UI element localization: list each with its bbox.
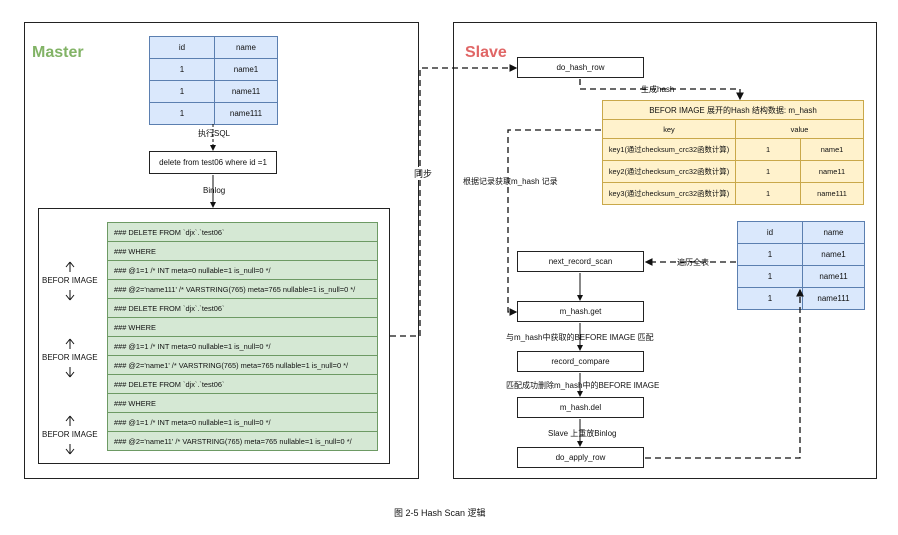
sync-label: 同步: [414, 167, 433, 180]
binlog-row: ### DELETE FROM `djx`.`test06`: [107, 222, 378, 242]
binlog-row: ### @2='name111' /* VARSTRING(765) meta=…: [107, 279, 378, 299]
m-hash-get-box: m_hash.get: [517, 301, 644, 322]
table-cell: key2(通过checksum_crc32函数计算): [602, 160, 736, 183]
before-image-label: BEFOR IMAGE: [42, 430, 98, 439]
arrow-sync: [390, 64, 518, 337]
binlog-label: Binlog: [202, 186, 227, 195]
figure-caption: 图 2-5 Hash Scan 逻辑: [394, 508, 486, 518]
master-title: Master: [32, 44, 84, 61]
do-hash-row-box: do_hash_row: [517, 57, 644, 78]
exec-sql-label: 执行SQL: [197, 128, 232, 139]
table-header: id: [149, 36, 215, 59]
table-header: name: [214, 36, 278, 59]
binlog-row: ### @2='name1' /* VARSTRING(765) meta=76…: [107, 355, 378, 375]
table-cell: key3(通过checksum_crc32函数计算): [602, 182, 736, 205]
table-cell: name11: [802, 265, 865, 288]
binlog-row: ### WHERE: [107, 241, 378, 261]
sql-statement-box: delete from test06 where id =1: [149, 151, 277, 174]
table-cell: name11: [800, 160, 864, 183]
slave-title: Slave: [465, 44, 507, 61]
table-cell: 1: [737, 243, 803, 266]
table-cell: 1: [149, 80, 215, 103]
table-header: id: [737, 221, 803, 244]
table-cell: name1: [800, 138, 864, 161]
table-cell: 1: [735, 182, 801, 205]
replay-label: Slave 上重放Binlog: [547, 428, 618, 439]
before-image-label: BEFOR IMAGE: [42, 276, 98, 285]
table-cell: 1: [737, 287, 803, 310]
table-cell: 1: [149, 102, 215, 125]
delete-label: 匹配成功删除m_hash中的BEFORE IMAGE: [505, 380, 661, 391]
record-compare-box: record_compare: [517, 351, 644, 372]
arrow-apply-to-table: [645, 288, 804, 459]
binlog-row: ### @1=1 /* INT meta=0 nullable=1 is_nul…: [107, 260, 378, 280]
binlog-table: ### DELETE FROM `djx`.`test06` ### WHERE…: [107, 222, 378, 451]
table-cell: name11: [214, 80, 278, 103]
table-header: value: [735, 119, 864, 139]
table-header: name: [802, 221, 865, 244]
gen-hash-label: 生成hash: [640, 84, 676, 95]
binlog-row: ### WHERE: [107, 317, 378, 337]
fetch-record-label: 根据记录获取m_hash 记录: [462, 176, 559, 187]
table-cell: name111: [802, 287, 865, 310]
table-cell: name1: [214, 58, 278, 81]
table-cell: name111: [214, 102, 278, 125]
binlog-row: ### @2='name11' /* VARSTRING(765) meta=7…: [107, 431, 378, 451]
before-image-markers: [65, 261, 75, 455]
before-image-label: BEFOR IMAGE: [42, 353, 98, 362]
binlog-row: ### DELETE FROM `djx`.`test06`: [107, 374, 378, 394]
table-cell: name1: [802, 243, 865, 266]
arrow-fetch-record: [507, 129, 601, 316]
arrow-gen-hash: [579, 79, 744, 101]
next-record-scan-box: next_record_scan: [517, 251, 644, 272]
do-apply-row-box: do_apply_row: [517, 447, 644, 468]
table-cell: name111: [800, 182, 864, 205]
m-hash-del-box: m_hash.del: [517, 397, 644, 418]
table-cell: 1: [735, 160, 801, 183]
